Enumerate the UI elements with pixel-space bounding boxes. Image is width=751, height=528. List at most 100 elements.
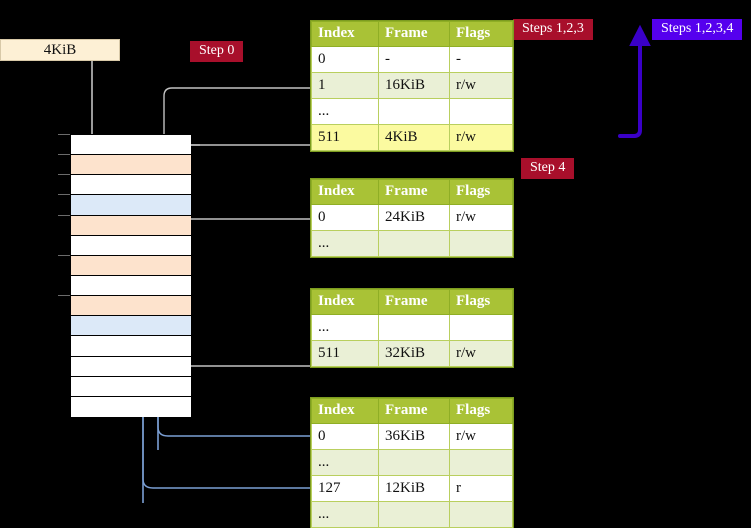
column-header-frame: Frame <box>378 289 450 315</box>
cell-frame <box>378 449 450 476</box>
cell-frame: 12KiB <box>378 475 450 502</box>
cell-index: 0 <box>311 423 379 450</box>
cell-index: 127 <box>311 475 379 502</box>
cell-index: 0 <box>311 204 379 231</box>
cell-flags <box>449 314 513 341</box>
memory-frame-3 <box>71 195 191 216</box>
cell-frame: 16KiB <box>378 72 450 99</box>
memory-tick-1 <box>58 154 70 156</box>
cell-frame: 24KiB <box>378 204 450 231</box>
cell-index: ... <box>311 449 379 476</box>
memory-frame-4 <box>71 215 191 236</box>
cell-flags <box>449 98 513 125</box>
memory-frame-13 <box>71 396 191 417</box>
cell-flags: r/w <box>449 72 513 99</box>
memory-frame-2 <box>71 175 191 196</box>
cell-flags: r/w <box>449 124 513 151</box>
cell-flags <box>449 230 513 257</box>
memory-frame-0 <box>71 135 191 156</box>
connector-table1-to-memory <box>166 139 311 161</box>
cell-index: 1 <box>311 72 379 99</box>
column-header-flags: Flags <box>449 398 513 424</box>
badge-steps-1-2-3: Steps 1,2,3 <box>513 19 593 41</box>
physical-memory-column <box>70 134 191 417</box>
cell-frame: - <box>378 46 450 73</box>
memory-frame-6 <box>71 255 191 276</box>
cell-flags: r/w <box>449 423 513 450</box>
memory-frame-10 <box>71 336 191 357</box>
table-row: ... <box>311 230 513 257</box>
cell-index: ... <box>311 314 379 341</box>
badge-step-4-label: Step 4 <box>530 160 566 175</box>
cell-index: 511 <box>311 124 379 151</box>
memory-tick-2 <box>58 174 70 176</box>
cell-frame <box>378 501 450 528</box>
table-row: ... <box>311 449 513 476</box>
cell-flags: r/w <box>449 340 513 367</box>
table-row: ... <box>311 314 513 341</box>
cell-index: ... <box>311 98 379 125</box>
connector-table4-row127 <box>142 416 311 489</box>
cell-flags: - <box>449 46 513 73</box>
frame-size-label: 4KiB <box>43 41 77 58</box>
column-header-flags: Flags <box>449 21 513 47</box>
badge-step-4: Step 4 <box>521 158 575 180</box>
memory-tick-8 <box>58 295 70 297</box>
bracket-arrow-steps <box>618 24 651 138</box>
cell-frame <box>378 98 450 125</box>
memory-frame-11 <box>71 356 191 377</box>
cell-frame <box>378 230 450 257</box>
cell-flags <box>449 501 513 528</box>
memory-tick-4 <box>58 214 70 216</box>
cell-frame: 4KiB <box>378 124 450 151</box>
column-header-index: Index <box>311 289 379 315</box>
table-row: ... <box>311 501 513 528</box>
memory-frame-8 <box>71 296 191 317</box>
frame-size-box: 4KiB <box>0 39 120 61</box>
memory-frame-7 <box>71 276 191 297</box>
cell-frame: 32KiB <box>378 340 450 367</box>
memory-frame-5 <box>71 235 191 256</box>
memory-tick-3 <box>58 194 70 196</box>
badge-step-0: Step 0 <box>190 41 244 63</box>
cell-frame: 36KiB <box>378 423 450 450</box>
badge-step-0-label: Step 0 <box>199 43 235 58</box>
table-row: ... <box>311 98 513 125</box>
cell-index: 511 <box>311 340 379 367</box>
connector-table3-511 <box>176 307 311 367</box>
cell-flags: r/w <box>449 204 513 231</box>
badge-steps-1-2-3-label: Steps 1,2,3 <box>522 21 584 36</box>
cell-flags <box>449 449 513 476</box>
column-header-index: Index <box>311 179 379 205</box>
cell-frame <box>378 314 450 341</box>
badge-steps-1-2-3-4: Steps 1,2,3,4 <box>652 19 743 41</box>
column-header-flags: Flags <box>449 289 513 315</box>
connector-table4-row0 <box>157 416 311 437</box>
memory-tick-0 <box>58 134 70 135</box>
column-header-index: Index <box>311 398 379 424</box>
memory-frame-9 <box>71 316 191 337</box>
column-header-index: Index <box>311 21 379 47</box>
column-header-frame: Frame <box>378 179 450 205</box>
cell-flags: r <box>449 475 513 502</box>
badge-steps-1-2-3-4-label: Steps 1,2,3,4 <box>661 21 734 36</box>
column-header-flags: Flags <box>449 179 513 205</box>
memory-frame-1 <box>71 155 191 176</box>
table-row: 0-- <box>311 46 513 73</box>
cell-index: 0 <box>311 46 379 73</box>
column-header-frame: Frame <box>378 21 450 47</box>
cell-index: ... <box>311 501 379 528</box>
